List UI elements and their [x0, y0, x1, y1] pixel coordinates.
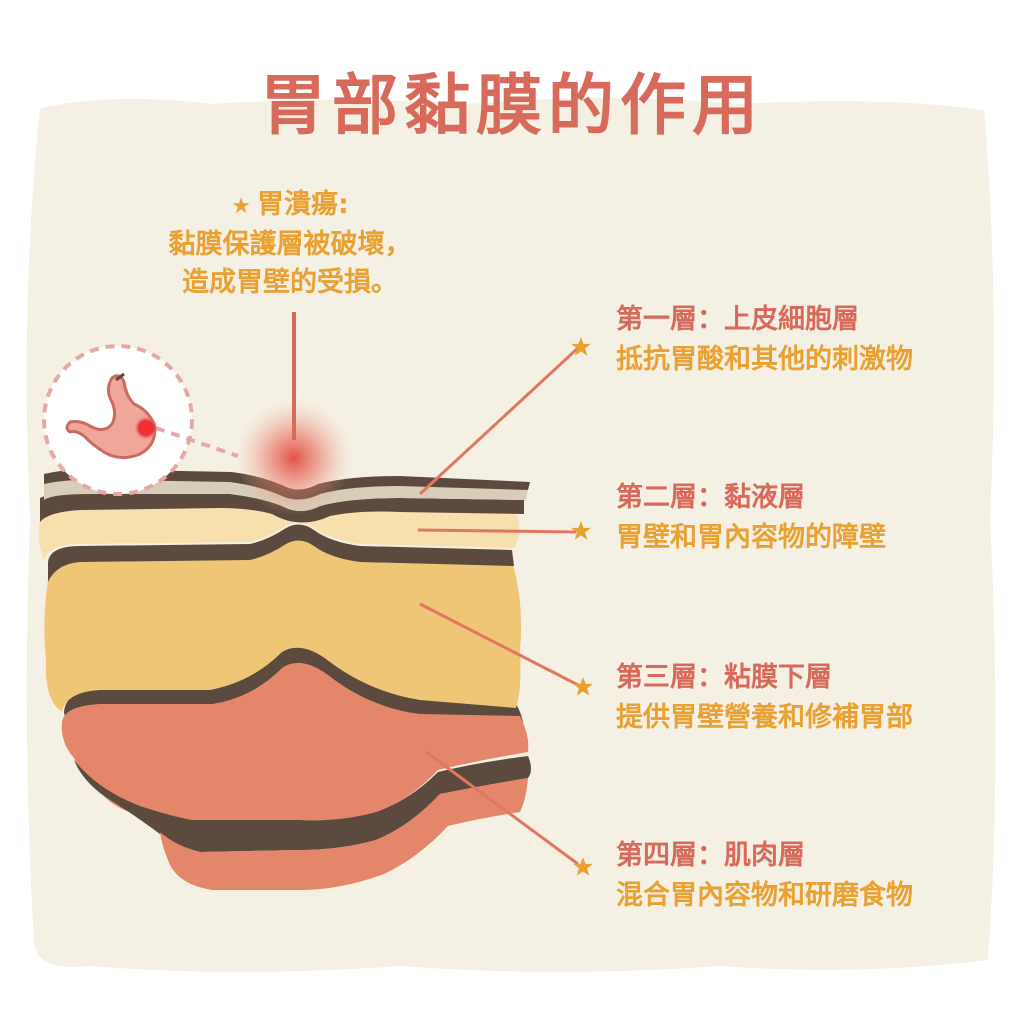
label-layer-1: 第一層：上皮細胞層 抵抗胃酸和其他的刺激物 — [616, 300, 1016, 380]
layer-name: 第一層：上皮細胞層 — [616, 304, 859, 335]
layer-name: 第二層：黏液層 — [616, 482, 805, 513]
layer-muscle-bottom — [74, 756, 531, 852]
layer-desc: 混合胃內容物和研磨食物 — [616, 880, 913, 911]
stomach-icon — [65, 372, 158, 459]
ulcer-line: 黏膜保護層被破壞， — [168, 229, 412, 260]
ulcer-glow — [236, 400, 352, 516]
label-layer-2: 第二層：黏液層 胃壁和胃內容物的障壁 — [616, 478, 1016, 558]
pointer-line-layer-1 — [418, 346, 580, 496]
label-layer-3: 第三層：粘膜下層 提供胃壁營養和修補胃部 — [616, 658, 1016, 738]
zoom-connector — [155, 426, 239, 458]
ulcer-heading: 胃潰瘍: — [256, 189, 349, 220]
layer-mucus — [38, 505, 520, 560]
layer-desc: 胃壁和胃內容物的障壁 — [616, 522, 886, 553]
layer-name: 第三層：粘膜下層 — [616, 662, 832, 693]
pointer-line-layer-3 — [419, 602, 581, 688]
star-icon: ★ — [231, 194, 251, 219]
layer-submucosa — [44, 536, 522, 712]
ulcer-note: ★胃潰瘍: 黏膜保護層被破壞， 造成胃壁的受損。 — [110, 186, 470, 302]
layer-desc: 提供胃壁營養和修補胃部 — [616, 702, 913, 733]
page-title: 胃部黏膜的作用 — [260, 67, 764, 144]
pointer-line-layer-2 — [417, 528, 577, 534]
pointer-line-layer-4 — [425, 750, 579, 866]
layer-desc: 抵抗胃酸和其他的刺激物 — [616, 344, 913, 375]
layer-muscle-base — [160, 778, 528, 890]
layer-muscle-fill — [61, 662, 529, 822]
layer-submucosa-top — [48, 524, 514, 582]
layer-name: 第四層：肌肉層 — [616, 840, 805, 871]
ulcer-line: 造成胃壁的受損。 — [182, 267, 398, 298]
label-layer-4: 第四層：肌肉層 混合胃內容物和研磨食物 — [616, 836, 1016, 916]
